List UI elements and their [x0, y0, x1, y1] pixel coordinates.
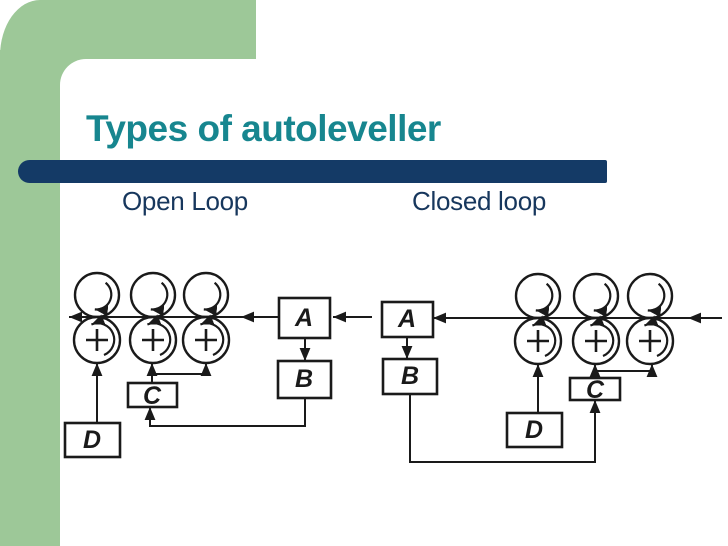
block-c-label: C: [586, 376, 605, 404]
green-sidebar: [0, 50, 60, 546]
block-a-label: A: [294, 304, 313, 332]
block-b: B: [381, 357, 439, 396]
open-loop-label: Open Loop: [122, 186, 248, 216]
closed-loop-label: Closed loop: [412, 186, 547, 216]
block-d: D: [63, 421, 122, 459]
block-b-label: B: [401, 362, 419, 390]
block-c: C: [126, 381, 179, 410]
block-d-label: D: [525, 416, 543, 444]
block-a: A: [380, 300, 435, 339]
control-arrows: [401, 337, 658, 463]
title-underline-bar: [18, 160, 607, 183]
block-b-label: B: [295, 365, 313, 393]
block-a-label: A: [397, 305, 416, 333]
block-c: C: [568, 376, 622, 404]
page-title: Types of autoleveller: [86, 108, 441, 149]
block-b: B: [276, 359, 333, 400]
block-a: A: [277, 296, 332, 340]
block-c-label: C: [143, 382, 162, 410]
block-d-label: D: [83, 426, 101, 454]
open-loop-diagram: A B C D: [63, 273, 372, 459]
control-arrows: [91, 338, 311, 427]
closed-loop-diagram: A B C D: [380, 274, 722, 463]
block-d: D: [505, 411, 564, 449]
